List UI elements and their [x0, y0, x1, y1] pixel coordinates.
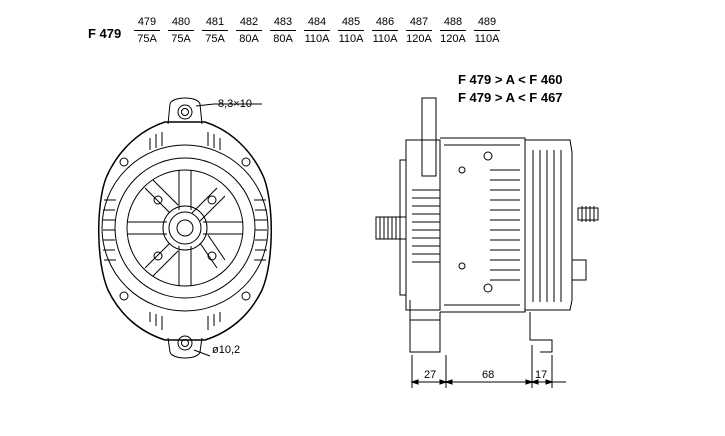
variant-current: 110A: [372, 33, 398, 45]
variant-code: 487: [406, 16, 432, 31]
bottom-hole-dimension: ø10,2: [212, 344, 240, 356]
variant-code: 488: [440, 16, 466, 31]
dimension-27: 27: [424, 369, 436, 381]
variant-current: 110A: [304, 33, 330, 45]
variant-current: 75A: [137, 33, 157, 45]
variant-code: 481: [202, 16, 228, 31]
variant-current: 75A: [171, 33, 191, 45]
side-view: [375, 97, 599, 388]
front-view: [97, 97, 273, 359]
variant-column: 485 110A: [334, 16, 368, 46]
variant-column: 487 120A: [402, 16, 436, 46]
variant-code: 480: [168, 16, 194, 31]
variant-code: 483: [270, 16, 296, 31]
output-terminal: [577, 207, 599, 221]
variant-column: 488 120A: [436, 16, 470, 46]
variant-code: 486: [372, 16, 398, 31]
variant-current: 80A: [273, 33, 293, 45]
variant-current: 75A: [205, 33, 225, 45]
variant-current: 110A: [338, 33, 364, 45]
variant-current: 80A: [239, 33, 259, 45]
variant-code: 482: [236, 16, 262, 31]
dimension-17: 17: [535, 369, 547, 381]
variant-column: 486 110A: [368, 16, 402, 46]
variant-code: 485: [338, 16, 364, 31]
variant-column: 484 110A: [300, 16, 334, 46]
bottom-mount-hole: [177, 335, 193, 351]
variant-current: 110A: [474, 33, 500, 45]
dimension-68: 68: [482, 369, 494, 381]
reference-line-2: F 479 > A < F 467: [458, 90, 563, 105]
variant-code: 484: [304, 16, 330, 31]
variant-current: 120A: [440, 33, 466, 45]
variant-column: 489 110A: [470, 16, 504, 46]
variant-current: 120A: [406, 33, 432, 45]
reference-line-1: F 479 > A < F 460: [458, 72, 563, 87]
top-hole-dimension: 8,3×10: [218, 98, 252, 110]
series-label: F 479: [88, 26, 122, 41]
variant-code: 479: [134, 16, 160, 31]
variant-code: 489: [474, 16, 500, 31]
top-mount-hole: [177, 104, 193, 120]
